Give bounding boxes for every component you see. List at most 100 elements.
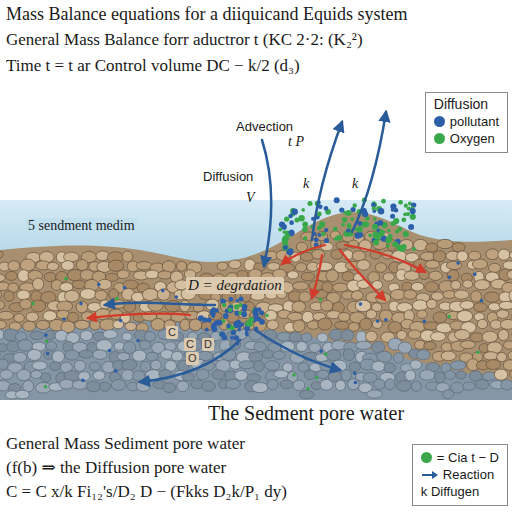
particle [319,298,323,302]
particle [410,214,416,220]
particle [333,227,338,232]
pebble [98,279,112,289]
pebble [177,381,189,392]
pebble [497,352,507,361]
particle [302,227,307,232]
particle [334,237,338,241]
pebble [26,312,38,322]
legend-row: Oxygen [434,131,499,146]
particle [321,232,326,237]
particle [46,352,50,356]
particle [245,333,249,337]
legend-row: pollutant [434,114,499,129]
pebble-group [0,231,512,399]
arrow-head [432,471,438,479]
pebble [122,251,133,262]
pebble [27,349,41,360]
particle [123,286,127,290]
pebble [252,383,268,393]
pebble [383,273,394,281]
pebble [265,361,280,371]
pebble [484,292,500,302]
pebble [229,260,241,269]
particle [198,315,204,321]
particle [390,214,395,219]
particle [412,247,416,251]
pebble [280,380,293,389]
pebble [15,390,29,399]
pebble [93,371,105,380]
pebble [95,290,107,300]
pebble [0,250,4,258]
pebble [410,360,421,369]
pebble [447,270,459,281]
pebble [404,290,417,300]
symbol-label: C [166,326,178,339]
pebble [293,320,305,332]
pebble [146,352,158,361]
symbol-label: V [246,190,255,206]
pebble [197,369,210,380]
pebble [509,251,512,260]
pebble [335,380,345,391]
particle [350,217,354,221]
pebble [477,319,487,328]
pebble [180,300,190,311]
pebble [424,342,436,350]
pebble [441,351,456,361]
particle [45,340,49,344]
pebble [289,332,302,342]
pebble [89,362,100,371]
pebble [111,380,125,391]
pebble [317,370,329,379]
pebble [61,261,74,271]
pebble [321,300,333,311]
particle [379,230,385,236]
particle [447,315,451,319]
pebble [0,274,5,282]
diffusion-arrow [105,303,215,305]
process-label: Advection [236,120,293,135]
particle [234,335,239,340]
particle [456,261,460,265]
pebble [445,371,456,380]
pebble [52,351,64,363]
pebble [72,280,86,288]
pebble [412,300,427,311]
pebble [375,263,386,273]
pebble [133,371,145,381]
particle [473,272,477,276]
pebble [93,350,107,360]
pebble [500,319,512,329]
legend-text: = Cia t − D [437,450,499,465]
pebble [249,352,263,361]
particle [237,328,241,332]
pebble [0,370,13,380]
pebble [0,289,1,301]
particle [245,320,251,326]
pebble [4,291,14,302]
pebble [125,322,137,330]
pebble [384,363,395,373]
particle [239,297,244,302]
pebble [425,282,439,292]
particle [423,320,427,324]
particle [374,235,378,239]
pebble [494,369,507,380]
particle [213,322,217,326]
pebble [239,361,254,369]
diagram-caption: The Sedment pore water [208,402,404,425]
particle [253,310,258,315]
particle [324,228,328,232]
pebble [457,251,468,262]
reaction-arrow [282,245,325,264]
pebble [31,300,46,312]
pebble [142,289,158,301]
pebble [74,360,85,371]
pebble [488,303,500,311]
pebble [33,278,44,290]
pebble [265,310,278,321]
particle [381,199,386,204]
particle [108,349,112,353]
pebble [99,382,110,391]
